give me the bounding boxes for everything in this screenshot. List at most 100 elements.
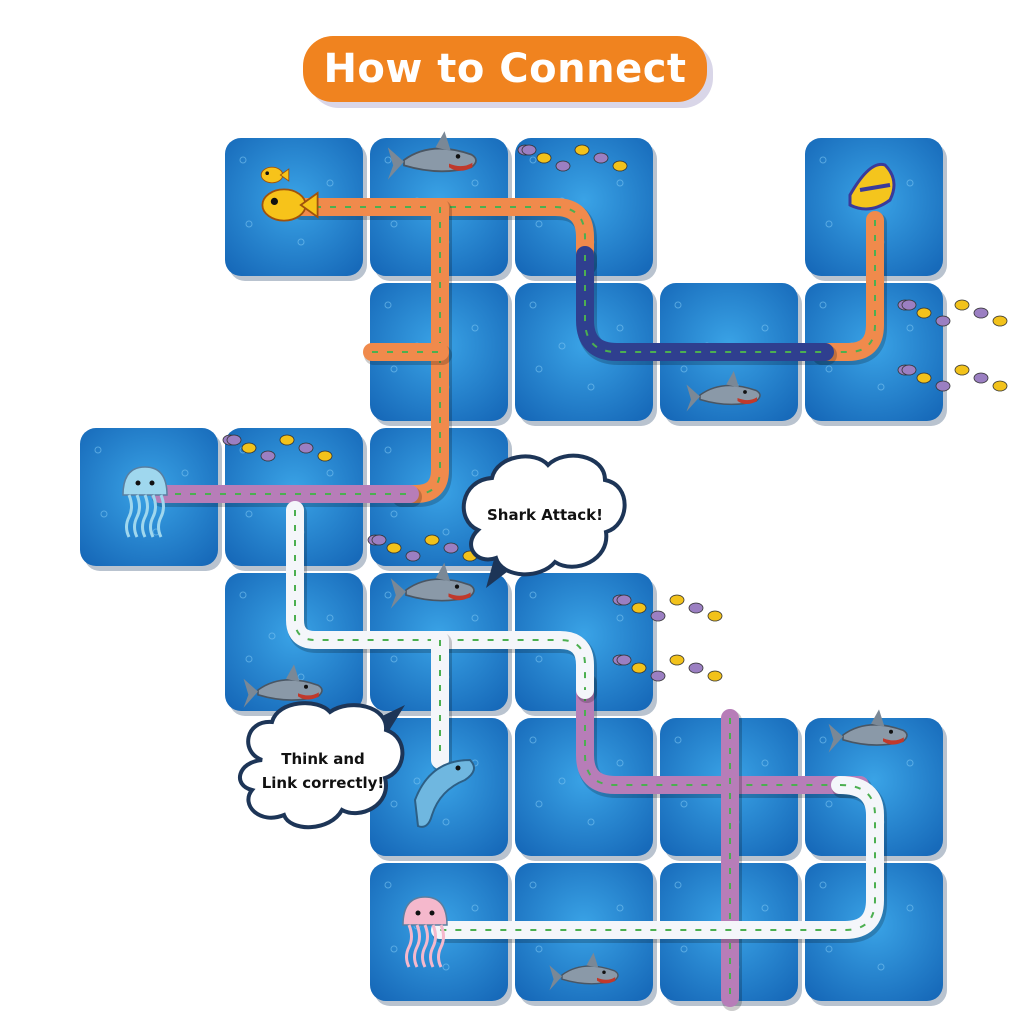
bubble xyxy=(384,591,392,599)
bubble xyxy=(326,179,334,187)
bubble xyxy=(819,301,827,309)
shark-icon xyxy=(243,664,323,708)
bubble xyxy=(471,179,479,187)
bubble xyxy=(674,881,682,889)
bubble xyxy=(535,220,543,228)
bubble xyxy=(100,510,108,518)
bubble xyxy=(906,904,914,912)
puzzle-tile[interactable] xyxy=(515,718,653,856)
bubble xyxy=(558,342,566,350)
pipe-orange-top-vine xyxy=(300,206,586,262)
bubble xyxy=(390,510,398,518)
page-title: How to Connect xyxy=(303,36,707,102)
bubble xyxy=(245,510,253,518)
bubble xyxy=(825,800,833,808)
bubble xyxy=(616,179,624,187)
bubble xyxy=(181,469,189,477)
bubble xyxy=(825,945,833,953)
bubble xyxy=(616,759,624,767)
bubble xyxy=(680,365,688,373)
bubble xyxy=(877,963,885,971)
bubble xyxy=(529,156,537,164)
bubble xyxy=(384,446,392,454)
bubble xyxy=(819,881,827,889)
bubble xyxy=(442,818,450,826)
puzzle-tile[interactable] xyxy=(515,138,653,276)
bubble xyxy=(529,591,537,599)
shark-icon xyxy=(387,131,477,180)
jellyfish-icon xyxy=(122,466,168,538)
bubble xyxy=(558,777,566,785)
bubble xyxy=(535,800,543,808)
fish-icon xyxy=(260,166,290,184)
title-banner: How to Connect xyxy=(303,36,713,108)
bubble xyxy=(245,220,253,228)
shark-attack-text: Shark Attack! xyxy=(487,506,603,524)
shark-icon xyxy=(549,952,619,991)
think-callout xyxy=(238,701,405,830)
bubble xyxy=(906,759,914,767)
bubble xyxy=(674,301,682,309)
angelfish-icon xyxy=(848,162,896,211)
bubble xyxy=(442,963,450,971)
bubble xyxy=(535,365,543,373)
pipe-white-bottom-vine xyxy=(440,784,876,931)
bubble xyxy=(471,469,479,477)
bubble xyxy=(384,881,392,889)
bubble xyxy=(384,301,392,309)
bubble xyxy=(529,881,537,889)
creatures-layer xyxy=(122,131,1008,991)
bubble xyxy=(819,156,827,164)
bubble xyxy=(819,736,827,744)
bubble xyxy=(326,469,334,477)
pipe-orange-right-vine xyxy=(820,220,876,353)
bubble xyxy=(390,365,398,373)
puzzle-tile[interactable] xyxy=(225,573,363,711)
pipe-navy-vine xyxy=(584,255,825,353)
bubble xyxy=(390,220,398,228)
fish-school-icon xyxy=(517,144,628,172)
shark-icon xyxy=(686,371,761,412)
fish-school-icon xyxy=(897,299,1008,327)
bubble xyxy=(761,904,769,912)
shark-icon xyxy=(390,562,475,609)
think-text-line2: Link correctly! xyxy=(261,774,385,792)
bubble xyxy=(390,945,398,953)
puzzle-tile[interactable] xyxy=(370,428,508,566)
bubble xyxy=(471,904,479,912)
fish-school-icon xyxy=(612,594,723,622)
bubble xyxy=(442,528,450,536)
bubble xyxy=(587,818,595,826)
shark-icon xyxy=(828,709,908,753)
fish-school-icon xyxy=(222,434,333,462)
bubble xyxy=(245,655,253,663)
bubble xyxy=(906,324,914,332)
bubble xyxy=(825,365,833,373)
bubble xyxy=(587,383,595,391)
fish-icon xyxy=(261,188,319,222)
puzzle-tile[interactable] xyxy=(805,718,943,856)
bubble xyxy=(390,800,398,808)
bubble xyxy=(413,777,421,785)
puzzle-tile[interactable] xyxy=(805,863,943,1001)
bubble xyxy=(390,655,398,663)
bubble xyxy=(384,156,392,164)
puzzle-tile[interactable] xyxy=(515,283,653,421)
pipes-layer xyxy=(151,198,887,1011)
puzzle-tile[interactable] xyxy=(80,428,218,566)
jellyfish-icon xyxy=(402,896,448,968)
pipe-purple-bottom-vine xyxy=(584,680,860,786)
bubble xyxy=(906,179,914,187)
bubble xyxy=(616,904,624,912)
bubble xyxy=(616,614,624,622)
bubble xyxy=(535,945,543,953)
dolphin-icon xyxy=(413,758,475,828)
shark-attack-callout xyxy=(461,453,627,588)
bubble xyxy=(326,614,334,622)
bubble xyxy=(239,156,247,164)
bubble xyxy=(877,383,885,391)
bubble xyxy=(680,945,688,953)
bubble xyxy=(680,800,688,808)
bubble xyxy=(94,446,102,454)
